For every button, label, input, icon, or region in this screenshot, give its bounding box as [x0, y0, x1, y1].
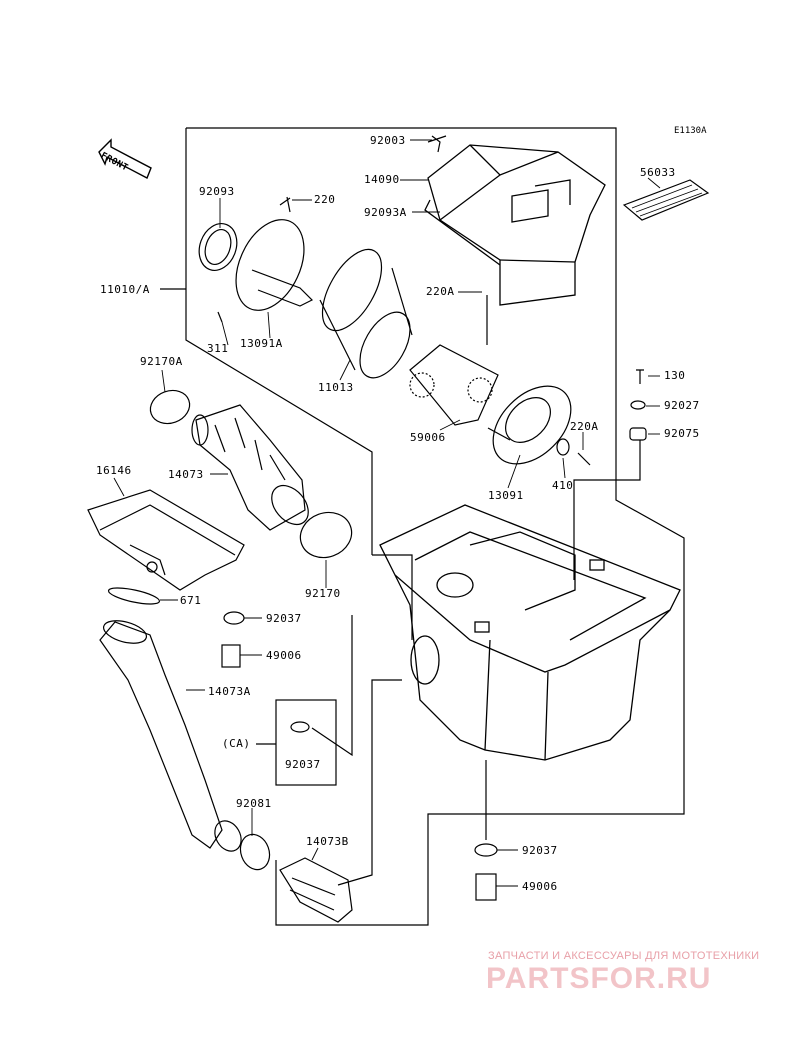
part-label-92037-b: 92037 — [522, 844, 558, 857]
part-label-671: 671 — [180, 594, 202, 607]
part-label-92075: 92075 — [664, 427, 700, 440]
ca-box — [275, 699, 337, 786]
part-label-92170a: 92170A — [140, 355, 183, 368]
part-label-410: 410 — [552, 479, 574, 492]
part-label-220a-bot: 220A — [570, 420, 599, 433]
clamp-92170A — [149, 389, 191, 425]
part-label-220a-top: 220A — [426, 285, 455, 298]
connector-ca — [311, 615, 353, 757]
part-label-92093: 92093 — [199, 185, 235, 198]
part-label-13091a: 13091A — [240, 337, 283, 350]
plate-13091 — [487, 385, 572, 465]
part-label-11013: 11013 — [318, 381, 354, 394]
watermark-tagline: ЗАПЧАСТИ И АКСЕССУАРЫ ДЛЯ МОТОТЕХНИКИ — [488, 950, 760, 962]
watermark-logo: PARTSFOR.RU — [486, 962, 712, 995]
duct-14073 — [191, 404, 309, 531]
frame-line-left — [185, 128, 373, 555]
diagram-code: E1130A — [674, 126, 707, 136]
hose-49006-a — [221, 644, 241, 668]
bolt-220A — [577, 452, 591, 466]
part-label-92027: 92027 — [664, 399, 700, 412]
part-label-11010a: 11010/A — [100, 283, 150, 296]
part-label-92003: 92003 — [370, 134, 406, 147]
connector-14073B — [337, 679, 402, 886]
ring-92093 — [198, 223, 238, 271]
screw-92003 — [427, 135, 447, 153]
duct-14073B — [279, 857, 353, 923]
part-label-16146: 16146 — [96, 464, 132, 477]
part-label-56033: 56033 — [640, 166, 676, 179]
part-label-92093a: 92093A — [364, 206, 407, 219]
grommet-92075 — [629, 427, 647, 441]
hose-49006-b — [475, 873, 497, 901]
clamp-92037-b — [474, 843, 498, 857]
part-label-92170: 92170 — [305, 587, 341, 600]
part-label-13091: 13091 — [488, 489, 524, 502]
oring-671 — [107, 587, 161, 605]
clamp-92170 — [299, 511, 353, 559]
connector-right — [573, 440, 641, 580]
part-label-49006-b: 49006 — [522, 880, 558, 893]
frame-line — [186, 127, 685, 926]
tray-16146 — [87, 489, 245, 591]
washer-410 — [556, 438, 570, 456]
filter-11013 — [319, 248, 413, 379]
part-label-14073a: 14073A — [208, 685, 251, 698]
part-label-14090: 14090 — [364, 173, 400, 186]
front-arrow-icon — [98, 138, 152, 179]
part-label-59006: 59006 — [410, 431, 446, 444]
part-label-92037-ca: 92037 — [285, 758, 321, 771]
sticker-56033 — [622, 179, 710, 221]
part-label-92081: 92081 — [236, 797, 272, 810]
plate-13091A — [217, 196, 314, 323]
part-label-ca: (CA) — [222, 737, 251, 750]
air-cleaner-case — [379, 504, 681, 761]
clamp-92037-ca — [290, 721, 310, 733]
part-label-92037-a: 92037 — [266, 612, 302, 625]
collar-92027 — [630, 400, 646, 410]
part-label-220: 220 — [314, 193, 336, 206]
element-59006 — [409, 344, 499, 426]
part-label-311: 311 — [207, 342, 229, 355]
part-label-14073b: 14073B — [306, 835, 349, 848]
part-label-130: 130 — [664, 369, 686, 382]
bolt-130 — [636, 369, 644, 384]
clamp-92037-a — [223, 611, 245, 625]
cover-14090 — [424, 144, 606, 306]
ring-92081 — [239, 833, 271, 871]
part-label-49006-a: 49006 — [266, 649, 302, 662]
hose-14073A — [99, 620, 242, 852]
part-label-14073: 14073 — [168, 468, 204, 481]
